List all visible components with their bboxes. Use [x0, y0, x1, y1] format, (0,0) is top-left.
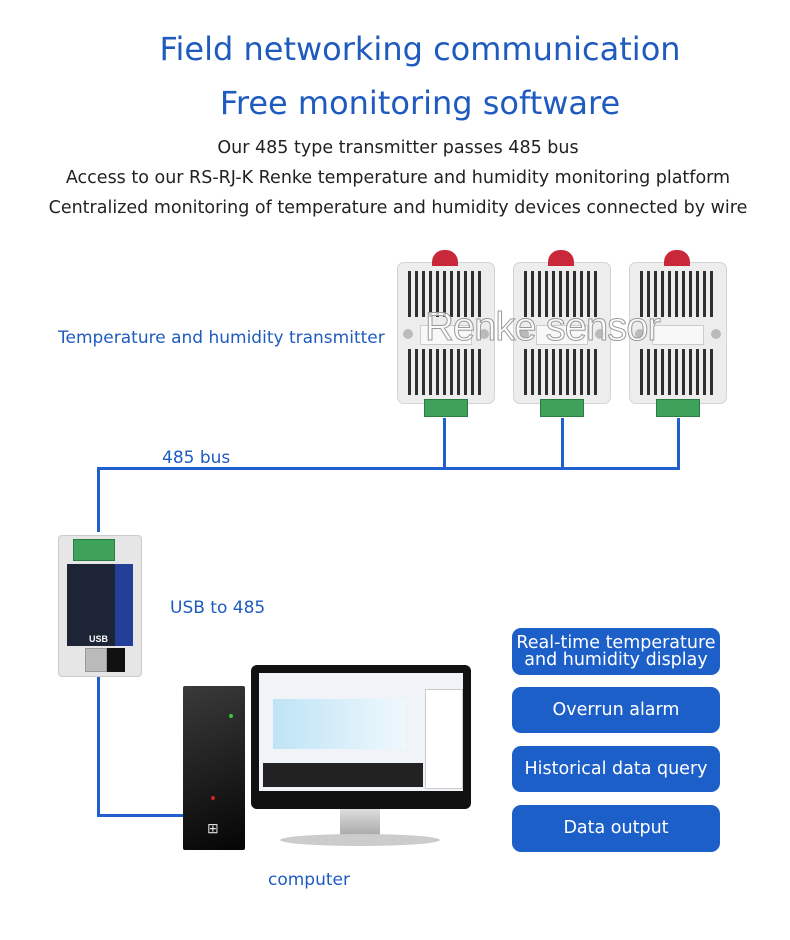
wire-drop-1 [443, 418, 446, 470]
bus-wire [97, 467, 680, 470]
monitor-base [280, 834, 440, 846]
feature-data-output: Data output [512, 805, 720, 852]
transmitter-3 [629, 250, 727, 417]
computer-label: computer [268, 870, 350, 890]
description-line-3: Centralized monitoring of temperature an… [48, 198, 748, 218]
description-line-1: Our 485 type transmitter passes 485 bus [217, 138, 579, 158]
monitoring-software-screen [259, 673, 463, 791]
wire-to-converter [97, 467, 100, 532]
feature-historical-query: Historical data query [512, 746, 720, 792]
transmitter-label: Temperature and humidity transmitter [58, 328, 385, 348]
watermark-logo: Renke sensor [425, 305, 662, 350]
title-line-1: Field networking communication [159, 30, 681, 68]
windows-logo-icon: ⊞ [207, 820, 219, 836]
wire-to-computer-horizontal [97, 814, 185, 817]
wire-drop-2 [561, 418, 564, 470]
title-line-2: Free monitoring software [219, 84, 621, 122]
description-line-2: Access to our RS-RJ-K Renke temperature … [65, 168, 731, 188]
usb-485-converter: USB [58, 535, 142, 677]
monitor-stand [340, 809, 380, 835]
converter-label: USB to 485 [170, 598, 266, 618]
transmitter-2 [513, 250, 611, 417]
wire-to-computer-vertical [97, 675, 100, 817]
computer-tower: ⊞ [183, 686, 245, 850]
feature-realtime-display: Real-time temperature and humidity displ… [512, 628, 720, 675]
wire-drop-3 [677, 418, 680, 470]
monitor [251, 665, 471, 809]
feature-overrun-alarm: Overrun alarm [512, 687, 720, 733]
bus-label: 485 bus [162, 448, 231, 468]
transmitter-1 [397, 250, 495, 417]
converter-usb-text: USB [89, 634, 109, 644]
